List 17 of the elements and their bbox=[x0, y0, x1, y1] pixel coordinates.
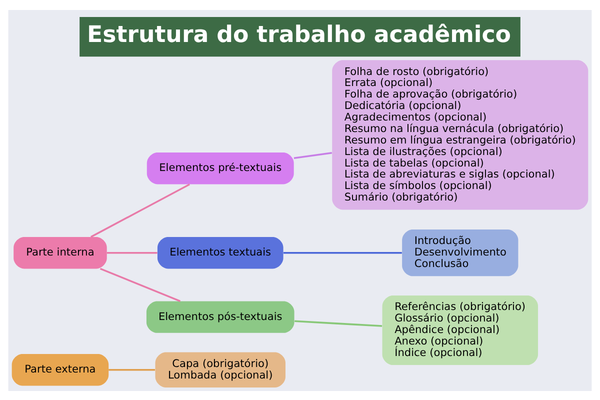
node-box: Elementos pós-textuais bbox=[146, 300, 294, 332]
node-box: Introdução Desenvolvimento Conclusão bbox=[402, 229, 518, 276]
connector bbox=[108, 368, 155, 370]
connector bbox=[100, 267, 181, 302]
connector bbox=[294, 151, 332, 159]
node-box: Referências (obrigatório) Glossário (opcional) Apêndice (opcional) Anexo (opcional) Índice (opcional) bbox=[382, 295, 538, 365]
node-box: Parte externa bbox=[12, 354, 109, 386]
connector bbox=[106, 251, 158, 254]
diagram-title: Estrutura do trabalho acadêmico bbox=[87, 21, 512, 48]
node-box: Elementos pré-textuais bbox=[146, 152, 294, 184]
node-box: Elementos textuais bbox=[157, 236, 284, 268]
connector bbox=[294, 320, 382, 326]
node-box: Parte interna bbox=[14, 236, 107, 268]
node-box: Capa (obrigatório) Lombada (opcional) bbox=[155, 352, 286, 387]
node-box: Folha de rosto (obrigatório) Errata (opcional) Folha de aprovação (obrigatório) Dedicatória (opcional) Agradecimentos (opcional) Resumo na língua vernácula (obrigatório) Resumo em língua estrangeira (obrigatório) Lista de ilustrações (opcional) Lista de tabelas (opcional) Lista de abreviaturas e siglas (opcional) Lista de símbolos (opcional) Sumário (obrigatório) bbox=[332, 60, 588, 210]
connector bbox=[283, 251, 402, 254]
connector bbox=[90, 183, 190, 238]
